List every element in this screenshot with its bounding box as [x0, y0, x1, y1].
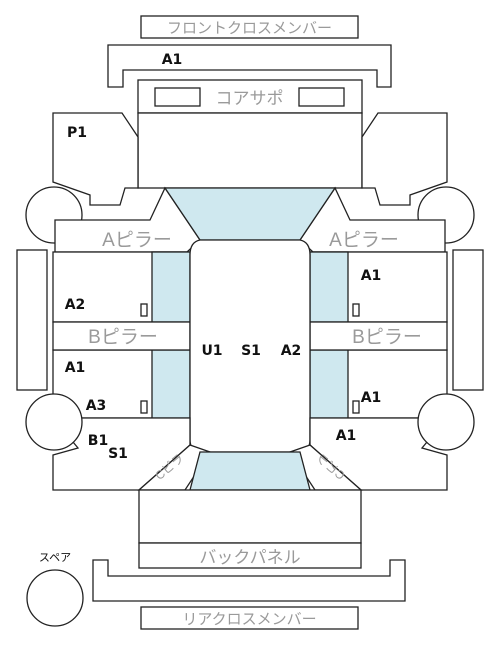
b-pillar-left-label: Bピラー [88, 327, 158, 348]
left-rear-window[interactable] [151, 349, 191, 419]
spare-tire[interactable] [26, 569, 84, 627]
right-front-door-a1-code: A1 [361, 268, 382, 284]
front-bumper-bracket[interactable] [107, 44, 392, 88]
roof-s1-code: S1 [241, 343, 261, 359]
back-panel-label: バックパネル [199, 548, 300, 567]
right-rear-quarter[interactable] [309, 417, 449, 491]
right-rear-wheel[interactable] [417, 393, 475, 451]
a-pillar-left-label: Aピラー [102, 230, 172, 251]
right-rocker-strip[interactable] [452, 249, 484, 391]
front-cross-member-label: フロントクロスメンバー [167, 20, 332, 37]
front-inner-panel[interactable] [137, 112, 363, 189]
b-pillar-right-band[interactable] [309, 321, 448, 351]
left-rear-door-a3-code: A3 [86, 398, 107, 414]
left-front-fender[interactable] [52, 112, 139, 206]
left-quarter-s1-code: S1 [108, 446, 128, 462]
rear-cross-member-label: リアクロスメンバー [182, 611, 316, 628]
roof-a2-code: A2 [281, 343, 302, 359]
left-rear-quarter[interactable] [51, 417, 191, 491]
left-rear-handle [140, 400, 148, 414]
roof-u1-code: U1 [201, 343, 222, 359]
right-quarter-a1-code: A1 [336, 428, 357, 444]
left-front-handle [140, 303, 148, 317]
right-rear-handle [352, 400, 360, 414]
rear-bumper-bracket[interactable] [92, 559, 406, 602]
left-front-door-a2-code: A2 [65, 297, 86, 313]
left-rear-wheel[interactable] [25, 393, 83, 451]
b-pillar-right-label: Bピラー [352, 327, 422, 348]
left-rear-door-a1-code: A1 [65, 360, 86, 376]
rear-window[interactable] [189, 451, 311, 491]
right-headlight [298, 87, 345, 107]
right-rear-window[interactable] [309, 349, 349, 419]
a-pillar-right-label: Aピラー [329, 230, 399, 251]
back-panel-box[interactable] [138, 542, 362, 569]
right-front-handle [352, 303, 360, 317]
left-quarter-b1-code: B1 [88, 433, 108, 449]
right-front-window[interactable] [309, 251, 349, 323]
front-a1-code: A1 [162, 52, 183, 68]
b-pillar-left-band[interactable] [52, 321, 191, 351]
trunk-lid[interactable] [138, 489, 362, 544]
p1-code: P1 [67, 125, 87, 141]
left-headlight [154, 87, 201, 107]
front-cross-member-box[interactable] [140, 15, 359, 39]
left-front-window[interactable] [151, 251, 191, 323]
rear-cross-member-box[interactable] [140, 606, 359, 630]
right-front-fender[interactable] [361, 112, 448, 206]
right-rear-door-a1-code: A1 [361, 390, 382, 406]
left-rocker-strip[interactable] [16, 249, 48, 391]
spare-label: スペア [39, 552, 71, 564]
core-support-label: コアサポ [216, 89, 284, 108]
